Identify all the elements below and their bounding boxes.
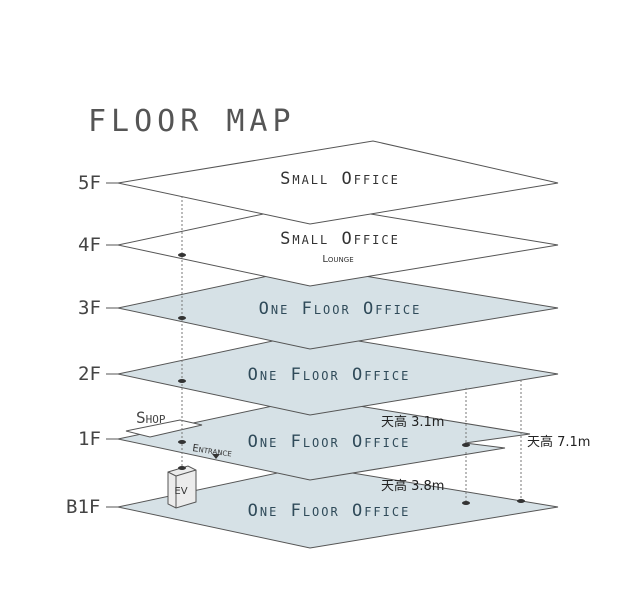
plate-name-1f: One Floor Office bbox=[248, 432, 411, 452]
shaft-dot-3f bbox=[178, 316, 186, 320]
floor-label-2f: 2F bbox=[78, 363, 101, 385]
plate-b1f bbox=[117, 465, 559, 549]
shop-label: Shop bbox=[136, 408, 166, 427]
floor-label-4f: 4F bbox=[78, 234, 101, 256]
plate-name-3f: One Floor Office bbox=[259, 299, 422, 319]
ev-label: EV bbox=[174, 486, 187, 497]
floor-label-1f: 1F bbox=[78, 428, 101, 450]
entrance-arrow-icon bbox=[212, 454, 220, 459]
plate-name-4f: Small Office bbox=[280, 229, 400, 249]
elevator-box bbox=[167, 465, 197, 509]
floor-label-5f: 5F bbox=[78, 172, 101, 194]
page-title: FLOOR MAP bbox=[88, 104, 296, 139]
entrance-label: Entrance bbox=[192, 443, 233, 459]
ceiling-label-double: 天高 7.1m bbox=[527, 434, 590, 450]
ceiling-dot-double bbox=[517, 499, 525, 503]
ceiling-dot-1f bbox=[462, 443, 470, 447]
shaft-dot-ev bbox=[178, 466, 186, 470]
floor-label-b1f: B1F bbox=[66, 496, 101, 518]
plate-name-2f: One Floor Office bbox=[248, 365, 411, 385]
plate-name-b1f: One Floor Office bbox=[248, 501, 411, 521]
plate-3f bbox=[117, 266, 559, 350]
shaft-dot-1f bbox=[178, 440, 186, 444]
plate-sub-4f: Lounge bbox=[322, 254, 353, 265]
shop-area bbox=[125, 419, 203, 438]
plate-4f bbox=[117, 203, 559, 287]
ceiling-label-b1f: 天高 3.8m bbox=[381, 478, 444, 494]
shaft-dot-2f bbox=[178, 379, 186, 383]
plate-2f bbox=[117, 332, 559, 416]
shaft-dot-4f bbox=[178, 253, 186, 257]
plate-5f bbox=[117, 140, 559, 225]
ceiling-dot-b1f bbox=[462, 501, 470, 505]
floor-label-3f: 3F bbox=[78, 297, 101, 319]
ceiling-label-1f: 天高 3.1m bbox=[381, 414, 444, 430]
plate-name-5f: Small Office bbox=[280, 169, 400, 189]
